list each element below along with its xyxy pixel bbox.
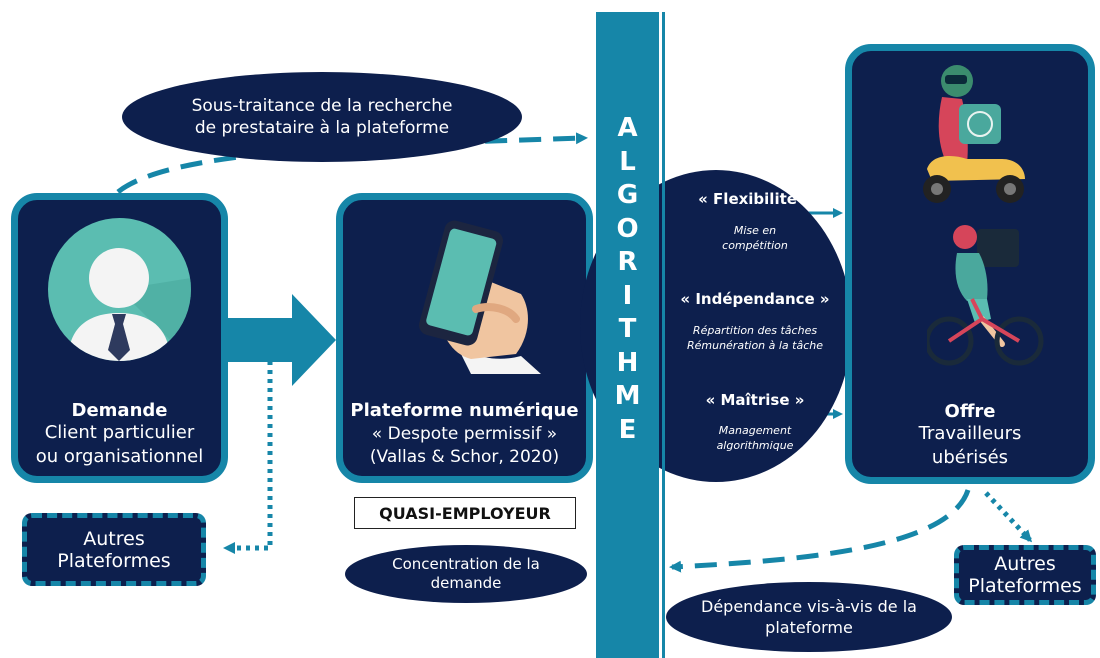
quasi-employeur-text: QUASI-EMPLOYEUR (379, 503, 551, 523)
algorithme-column (596, 12, 659, 658)
flow-sub-maitrise: Management algorithmique (665, 423, 845, 453)
outsourcing-note-text: Sous-traitance de la recherche de presta… (191, 96, 453, 138)
algorithme-divider (662, 12, 665, 658)
offre-title: Offre (944, 401, 996, 422)
flow-title-independance: « Indépendance » (680, 290, 830, 308)
plateforme-box: Plateforme numérique « Despote permissif… (336, 193, 593, 483)
algo-letter: T (618, 314, 637, 344)
algorithme-letters: A L G O R I T H M E (596, 112, 659, 447)
demand-to-platform-arrow (228, 294, 336, 386)
flow-sub-line: Mise en (733, 224, 777, 237)
offre-line2: ubérisés (931, 447, 1009, 468)
algo-letter: M (614, 381, 641, 411)
algo-letter: L (619, 146, 636, 177)
algo-letter: A (617, 113, 638, 143)
dotted-arrow-right (984, 491, 1033, 543)
algo-letter: H (616, 347, 639, 378)
flow-sub-independance: Répartition des tâches Rémunération à la… (665, 323, 845, 353)
bike-courier-icon (927, 225, 1044, 366)
concentration-note-text: Concentration de la demande (392, 555, 540, 592)
person-avatar-icon (48, 218, 191, 361)
flow-sub-line: Rémunération à la tâche (686, 339, 824, 352)
autres-plateformes-right-text: Autres Plateformes (968, 553, 1082, 597)
flow-sub-line: compétition (722, 239, 788, 252)
flow-title-maitrise: « Maîtrise » (705, 391, 805, 409)
flow-sub-flexibilite: Mise en compétition (665, 223, 845, 253)
flow-title-flexibilite: « Flexibilité » (698, 190, 812, 208)
dependance-note-text: Dépendance vis-à-vis de la plateforme (701, 597, 917, 637)
dependance-note: Dépendance vis-à-vis de la plateforme (666, 582, 952, 652)
plateforme-title: Plateforme numérique (350, 400, 579, 421)
outsourcing-note: Sous-traitance de la recherche de presta… (122, 72, 522, 162)
algo-letter: O (616, 213, 639, 244)
algo-letter: I (622, 280, 633, 311)
flow-sub-line: Management (718, 424, 792, 437)
quasi-employeur-label: QUASI-EMPLOYEUR (354, 497, 576, 529)
flow-sub-line: Répartition des tâches (692, 324, 818, 337)
offre-line1: Travailleurs (918, 423, 1022, 444)
demande-line1: Client particulier (44, 422, 195, 443)
plateforme-line1: « Despote permissif » (371, 424, 558, 444)
demande-line2: ou organisationnel (35, 446, 204, 467)
autres-plateformes-left-text: Autres Plateformes (57, 527, 171, 572)
autres-plateformes-right: Autres Plateformes (954, 545, 1096, 605)
algo-letter: E (618, 414, 637, 445)
dotted-arrow-left (223, 352, 273, 554)
autres-plateformes-left: Autres Plateformes (22, 513, 206, 586)
algo-letter: R (617, 247, 638, 277)
offre-box: Offre Travailleurs ubérisés (845, 44, 1095, 484)
plateforme-line2: (Vallas & Schor, 2020) (369, 447, 560, 467)
demande-box: Demande Client particulier ou organisati… (11, 193, 228, 483)
smartphone-hand-icon (418, 220, 541, 374)
dependance-dashed-arrow (669, 489, 971, 573)
scooter-courier-icon (923, 65, 1025, 203)
concentration-note: Concentration de la demande (345, 545, 587, 603)
demande-title: Demande (71, 400, 168, 421)
algo-letter: G (616, 180, 639, 210)
flow-sub-line: algorithmique (716, 439, 794, 452)
